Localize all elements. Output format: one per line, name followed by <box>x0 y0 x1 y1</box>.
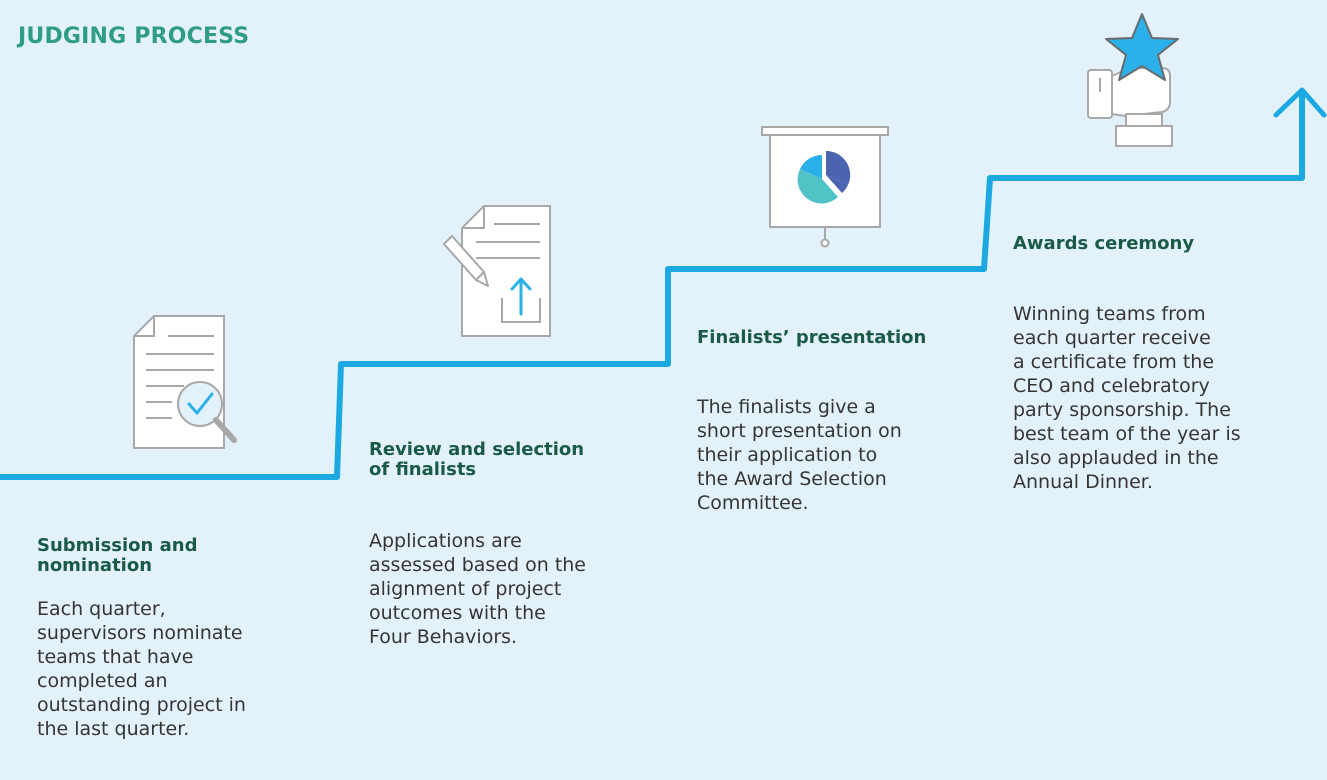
projector-screen-pie-chart-icon <box>761 126 889 248</box>
step-1-title: Submission and nomination <box>37 535 198 576</box>
document-magnifier-check-icon <box>133 315 237 449</box>
step-3-title: Finalists’ presentation <box>697 327 927 348</box>
step-4-description: Winning teams from each quarter receive … <box>1013 303 1241 493</box>
arrow-up-icon <box>1273 87 1327 118</box>
step-2-description: Applications are assessed based on the a… <box>369 530 586 648</box>
trophy-hand-star-icon <box>1087 13 1179 147</box>
step-1-description: Each quarter, supervisors nominate teams… <box>37 598 246 740</box>
document-pen-upload-icon <box>443 205 551 337</box>
step-3-description: The finalists give a short presentation … <box>697 396 902 514</box>
page-title: JUDGING PROCESS <box>18 24 250 49</box>
step-4-title: Awards ceremony <box>1013 233 1195 254</box>
step-2-title: Review and selection of finalists <box>369 439 585 480</box>
